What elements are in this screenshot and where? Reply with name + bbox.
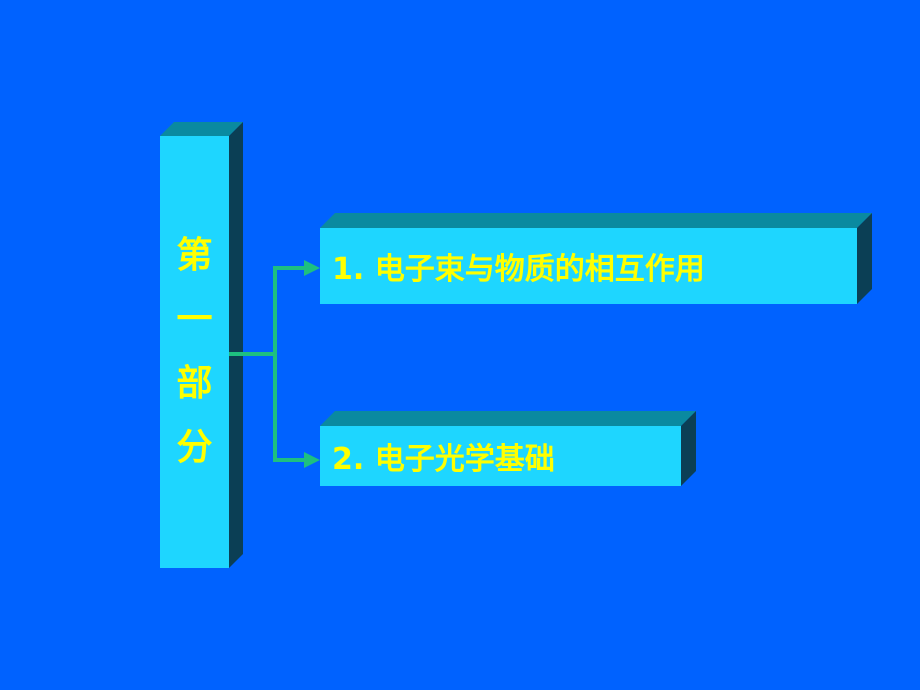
section-box [160,122,243,568]
item-label-1: 1. 电子束与物质的相互作用 [332,252,705,287]
item-box-1 [320,213,872,304]
section-char: 部 [176,363,213,404]
section-char: 一 [176,299,213,340]
item-label-2: 2. 电子光学基础 [332,442,555,477]
connector-arrows [229,266,306,462]
section-char: 第 [176,235,213,276]
section-title: 第 一 部 分 [160,136,229,568]
arrow-head-2 [304,452,320,468]
item-box-2 [320,411,696,486]
arrow-head-1 [304,260,320,276]
section-char: 分 [176,427,213,468]
